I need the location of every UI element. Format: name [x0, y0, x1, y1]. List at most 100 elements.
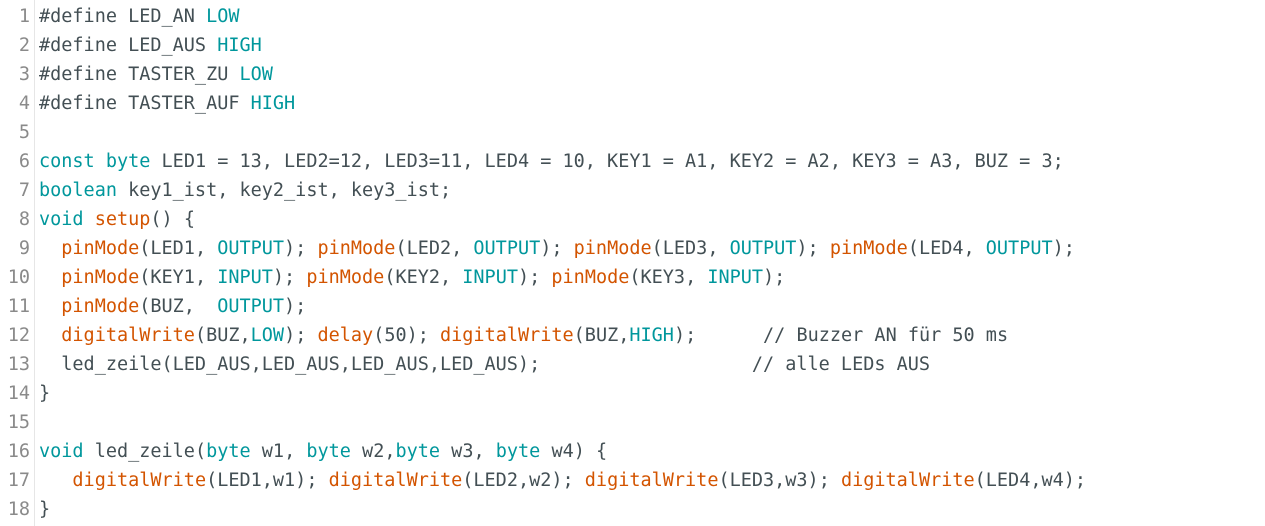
code-line[interactable]: void led_zeile(byte w1, byte w2,byte w3,…: [39, 437, 1265, 466]
line-number: 5: [18, 122, 30, 143]
code-line[interactable]: }: [39, 495, 1265, 524]
code-token: (50);: [373, 325, 441, 346]
code-token: byte: [206, 441, 251, 462]
code-line[interactable]: void setup() {: [39, 205, 1265, 234]
code-line[interactable]: #define LED_AN LOW: [39, 2, 1265, 31]
code-token: HIGH: [629, 325, 674, 346]
code-line[interactable]: pinMode(KEY1, INPUT); pinMode(KEY2, INPU…: [39, 263, 1265, 292]
code-token: pinMode: [306, 267, 385, 288]
code-token: byte: [395, 441, 441, 462]
code-token: OUTPUT: [473, 238, 541, 259]
code-token: LOW: [250, 325, 285, 346]
code-token: (LED3,: [651, 238, 730, 259]
code-token: (LED4,: [907, 238, 986, 259]
code-token: w3,: [440, 441, 496, 462]
code-token: digitalWrite: [584, 470, 719, 491]
code-line[interactable]: [39, 408, 1265, 437]
line-number: 16: [7, 441, 30, 462]
code-token: #define LED_AN: [39, 6, 207, 27]
code-line[interactable]: pinMode(LED1, OUTPUT); pinMode(LED2, OUT…: [39, 234, 1265, 263]
line-number: 1: [18, 6, 30, 27]
line-number: 14: [7, 383, 30, 404]
code-line[interactable]: }: [39, 379, 1265, 408]
code-token: w1,: [250, 441, 307, 462]
code-line[interactable]: boolean key1_ist, key2_ist, key3_ist;: [39, 176, 1265, 205]
code-token: (BUZ,: [194, 325, 251, 346]
code-token: #define TASTER_AUF: [39, 93, 251, 114]
code-line[interactable]: led_zeile(LED_AUS,LED_AUS,LED_AUS,LED_AU…: [39, 350, 1265, 379]
code-line[interactable]: pinMode(BUZ, OUTPUT);: [39, 292, 1265, 321]
code-token: OUTPUT: [217, 296, 285, 317]
code-token: byte: [495, 441, 541, 462]
code-token: #define TASTER_ZU: [39, 64, 240, 85]
code-token: INPUT: [707, 267, 764, 288]
code-token: digitalWrite: [440, 325, 574, 346]
code-token: [39, 267, 61, 288]
code-token: INPUT: [462, 267, 518, 288]
code-token: [39, 296, 61, 317]
code-token: digitalWrite: [840, 470, 975, 491]
line-number: 10: [7, 267, 30, 288]
code-token: OUTPUT: [729, 238, 797, 259]
line-number: 13: [7, 354, 30, 375]
code-token: void: [39, 441, 84, 462]
code-token: setup: [94, 209, 151, 230]
code-token: pinMode: [317, 238, 396, 259]
code-token: (LED4,w4);: [974, 470, 1087, 491]
code-token: const: [39, 151, 95, 172]
code-token: );: [796, 238, 830, 259]
code-token: // Buzzer AN für 50 ms: [763, 325, 1009, 346]
code-token: (LED2,w2);: [462, 470, 585, 491]
code-token: (KEY1,: [139, 267, 218, 288]
code-token: pinMode: [61, 238, 140, 259]
code-line[interactable]: const byte LED1 = 13, LED2=12, LED3=11, …: [39, 147, 1265, 176]
code-line[interactable]: #define LED_AUS HIGH: [39, 31, 1265, 60]
code-token: led_zeile(LED_AUS,LED_AUS,LED_AUS,LED_AU…: [39, 354, 752, 375]
code-token: );: [1052, 238, 1075, 259]
code-token: OUTPUT: [985, 238, 1053, 259]
code-token: LOW: [239, 64, 273, 85]
code-token: [39, 325, 61, 346]
code-line[interactable]: #define TASTER_AUF HIGH: [39, 89, 1265, 118]
code-token: );: [763, 267, 786, 288]
code-token: digitalWrite: [72, 470, 207, 491]
gutter-divider: [34, 0, 35, 526]
code-token: );: [284, 325, 318, 346]
code-area[interactable]: #define LED_AN LOW#define LED_AUS HIGH#d…: [39, 2, 1265, 524]
code-token: LED1 = 13, LED2=12, LED3=11, LED4 = 10, …: [150, 151, 1064, 172]
code-token: (BUZ,: [139, 296, 218, 317]
code-token: // alle LEDs AUS: [751, 354, 931, 375]
code-token: (LED3,w3);: [718, 470, 841, 491]
code-token: () {: [150, 209, 195, 230]
code-line[interactable]: [39, 118, 1265, 147]
code-token: HIGH: [250, 93, 296, 114]
code-token: pinMode: [61, 267, 140, 288]
code-token: OUTPUT: [217, 238, 285, 259]
code-token: );: [284, 296, 307, 317]
code-token: (KEY2,: [384, 267, 463, 288]
code-token: [39, 238, 61, 259]
line-number: 15: [7, 412, 30, 433]
line-number: 2: [18, 35, 30, 56]
code-line[interactable]: #define TASTER_ZU LOW: [39, 60, 1265, 89]
code-token: [84, 209, 95, 230]
code-token: (KEY3,: [629, 267, 708, 288]
code-token: (LED1,w1);: [206, 470, 329, 491]
code-token: (LED2,: [395, 238, 474, 259]
code-token: void: [39, 209, 84, 230]
code-token: w4) {: [540, 441, 608, 462]
line-number: 9: [18, 238, 30, 259]
line-number: 12: [7, 325, 30, 346]
code-token: LOW: [206, 6, 240, 27]
code-token: );: [517, 267, 552, 288]
line-number: 17: [7, 470, 30, 491]
code-token: #define LED_AUS: [39, 35, 218, 56]
code-token: pinMode: [61, 296, 140, 317]
code-token: );: [272, 267, 307, 288]
code-token: );: [540, 238, 574, 259]
code-line[interactable]: digitalWrite(BUZ,LOW); delay(50); digita…: [39, 321, 1265, 350]
code-line[interactable]: digitalWrite(LED1,w1); digitalWrite(LED2…: [39, 466, 1265, 495]
line-number: 11: [7, 296, 30, 317]
